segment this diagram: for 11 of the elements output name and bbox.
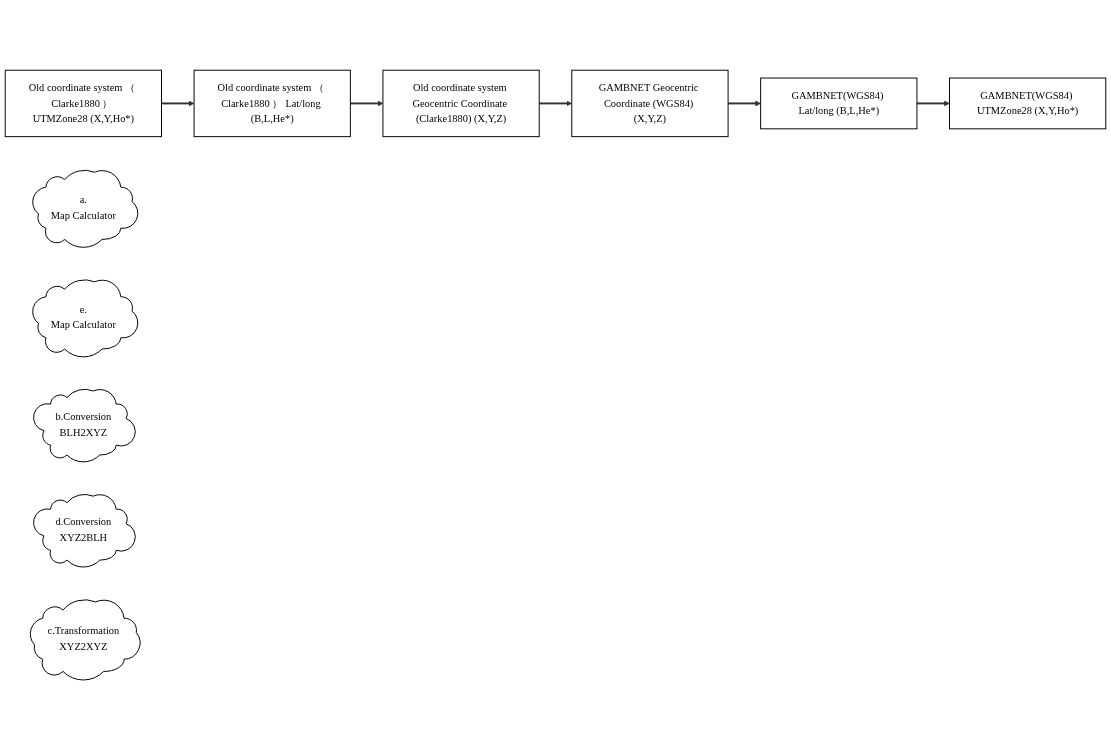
node-box: Old coordinate system Geocentric Coordinate (Clarke1880) (X,Y,Z): [382, 70, 540, 138]
arrow: [727, 100, 761, 107]
arrow: [538, 100, 573, 107]
arrow: [160, 100, 195, 107]
node-box: Old coordinate system （ Clarke1880 ） Lat/long (B,L,He*): [193, 70, 351, 138]
node-box: Old coordinate system （ Clarke1880 ） UTMZone28 (X,Y,Ho*): [4, 70, 162, 138]
node-box: GAMBNET Geocentric Coordinate (WGS84) (X,Y,Z): [571, 70, 729, 138]
node-box: GAMBNET(WGS84) Lat/long (B,L,He*): [760, 77, 918, 130]
arrow: [349, 100, 384, 107]
node-box: GAMBNET(WGS84) UTMZone28 (X,Y,Ho*): [949, 77, 1107, 130]
arrow: [915, 100, 950, 107]
